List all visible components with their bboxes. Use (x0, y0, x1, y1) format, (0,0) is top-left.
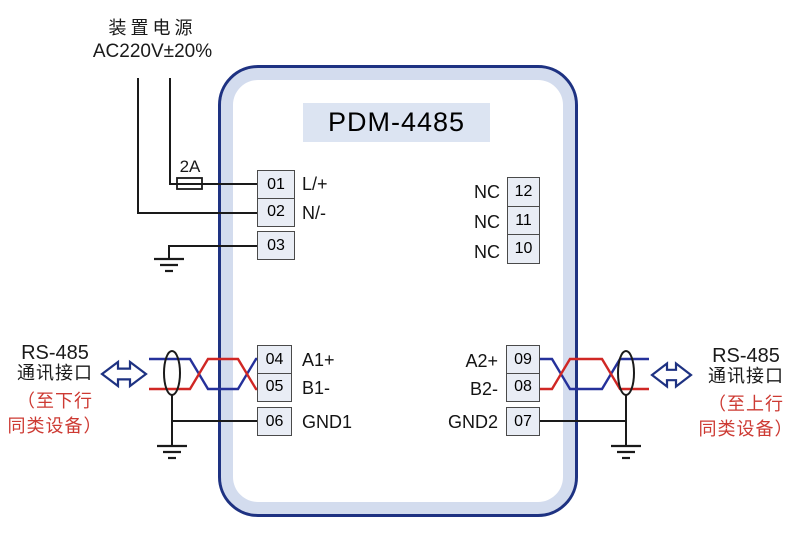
terminal-08: 08 (506, 372, 540, 402)
twisted-pair-left (149, 357, 258, 391)
label-b1-minus: B1- (302, 378, 331, 398)
wire-b1-red (149, 357, 258, 391)
double-arrow-icon-left (100, 359, 148, 389)
rs485-left-subtitle: 通讯接口 (17, 363, 93, 383)
label-n-minus: N/- (302, 203, 326, 223)
terminal-12: 12 (507, 177, 540, 207)
ground-symbol-left (157, 444, 187, 460)
twisted-pair-right (540, 357, 649, 391)
fuse-rating-label: 2A (179, 157, 201, 176)
wire-gnd2 (540, 395, 627, 445)
rs485-left-note1: （至下行 (17, 391, 93, 411)
rs485-right-label: RS-485 通讯接口 （至上行 同类设备） (694, 345, 798, 439)
terminal-05: 05 (257, 372, 292, 402)
label-nc-11: NC (474, 212, 500, 232)
label-nc-10: NC (474, 242, 500, 262)
rs485-right-title: RS-485 (712, 345, 780, 367)
rs485-left-label: RS-485 通讯接口 （至下行 同类设备） (2, 342, 108, 436)
cable-shield-ellipse-right (617, 350, 635, 396)
terminal-09: 09 (506, 345, 540, 374)
shield-left (163, 350, 257, 445)
rs485-right-note2: 同类设备） (698, 419, 794, 439)
terminal-10: 10 (507, 234, 540, 264)
terminal-04: 04 (257, 345, 292, 374)
power-supply-line2: AC220V±20% (92, 41, 213, 62)
power-wires (137, 78, 257, 259)
label-gnd1: GND1 (302, 412, 353, 432)
terminal-01: 01 (257, 170, 295, 199)
wire-a2-blue (540, 357, 649, 391)
label-a2-plus: A2+ (465, 351, 498, 371)
wire-neutral (137, 78, 257, 214)
wire-terminal03-ground (168, 245, 257, 259)
terminal-11: 11 (507, 205, 540, 236)
terminal-03: 03 (257, 231, 295, 260)
double-arrow-icon-right (650, 361, 693, 389)
label-nc-12: NC (474, 182, 500, 202)
label-gnd2: GND2 (447, 412, 498, 432)
terminal-02: 02 (257, 197, 295, 227)
label-l-plus: L/+ (302, 174, 328, 194)
power-supply-line1: 装置电源 (108, 18, 197, 38)
terminal-07: 07 (506, 407, 540, 436)
wire-live (169, 78, 257, 185)
rs485-left-title: RS-485 (21, 342, 89, 364)
wire-b2-red (540, 357, 649, 391)
device-title: PDM-4485 (303, 103, 490, 142)
shield-right (540, 350, 635, 445)
label-b2-minus: B2- (469, 379, 498, 399)
ground-symbol-top (154, 257, 184, 273)
label-a1-plus: A1+ (302, 350, 335, 370)
rs485-left-note2: 同类设备） (7, 416, 103, 436)
terminal-06: 06 (257, 407, 292, 436)
power-supply-label: 装置电源 AC220V±20% (70, 14, 235, 63)
rs485-right-subtitle: 通讯接口 (708, 366, 784, 386)
ground-symbol-right (611, 444, 641, 460)
wire-a1-blue (149, 357, 258, 391)
cable-shield-ellipse-left (163, 350, 181, 396)
rs485-right-note1: （至上行 (708, 394, 784, 414)
wire-gnd1 (171, 395, 257, 445)
